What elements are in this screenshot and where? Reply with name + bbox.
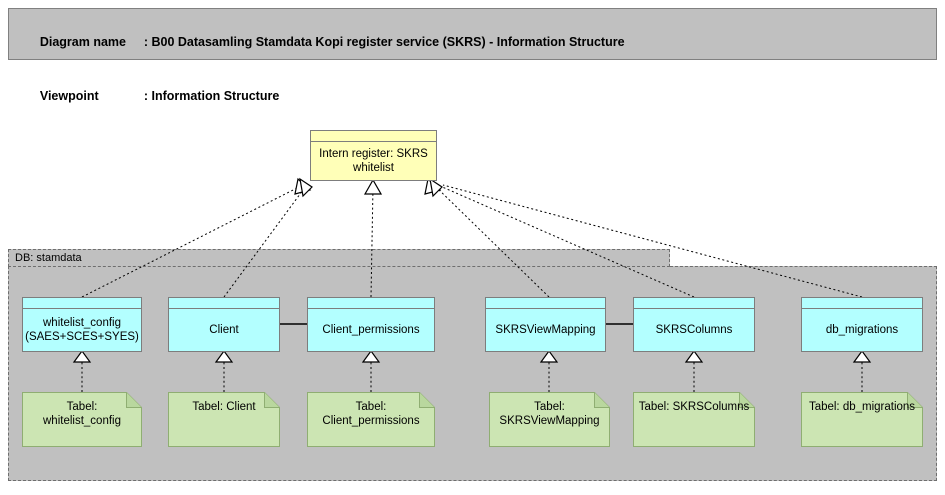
data-object-header-stripe: [486, 298, 605, 309]
data-object-label: whitelist_config (SAES+SCES+SYES): [25, 317, 139, 343]
table-note-client-permissions[interactable]: Tabel: Client_permissions: [307, 392, 435, 447]
table-note-whitelist-config[interactable]: Tabel: whitelist_config: [22, 392, 142, 447]
data-object-label: Client_permissions: [322, 324, 420, 336]
data-object-label: Client: [209, 324, 239, 336]
viewpoint-line: Viewpoint: Information Structure: [19, 69, 936, 123]
group-db-stamdata-tab: DB: stamdata: [8, 249, 670, 267]
group-top-edge-right: [670, 266, 937, 267]
note-shape-icon: [22, 392, 142, 447]
data-object-header-stripe: [634, 298, 754, 309]
realization-arrowhead-left: [294, 177, 313, 198]
table-note-client[interactable]: Tabel: Client: [168, 392, 280, 447]
data-object-client[interactable]: Client: [168, 297, 280, 352]
group-db-stamdata-label: DB: stamdata: [15, 252, 82, 264]
note-shape-icon: [801, 392, 923, 447]
data-object-label: SKRSViewMapping: [495, 324, 596, 336]
data-object-whitelist-config[interactable]: whitelist_config (SAES+SCES+SYES): [22, 297, 142, 352]
data-object-intern-register-skrs-whitelist[interactable]: Intern register: SKRS whitelist: [310, 130, 437, 181]
group-db-stamdata-body: [8, 266, 937, 481]
data-object-skrscolumns[interactable]: SKRSColumns: [633, 297, 755, 352]
realization-arrowhead-middle: [363, 178, 383, 195]
data-object-label: db_migrations: [825, 324, 899, 336]
diagram-name-separator: :: [143, 35, 152, 49]
data-object-client-permissions[interactable]: Client_permissions: [307, 297, 435, 352]
data-object-header-stripe: [308, 298, 434, 309]
viewpoint-value: Information Structure: [151, 89, 280, 103]
note-shape-icon: [489, 392, 610, 447]
data-object-db-migrations[interactable]: db_migrations: [801, 297, 923, 352]
data-object-header-stripe: [169, 298, 279, 309]
data-object-header-stripe: [802, 298, 922, 309]
data-object-label: SKRSColumns: [655, 324, 733, 336]
viewpoint-separator: :: [143, 89, 152, 103]
table-note-db-migrations[interactable]: Tabel: db_migrations: [801, 392, 923, 447]
viewpoint-label: Viewpoint: [39, 89, 99, 103]
data-object-header-stripe: [23, 298, 141, 309]
note-shape-icon: [633, 392, 755, 447]
data-object-label: Intern register: SKRS whitelist: [319, 148, 428, 174]
note-shape-icon: [168, 392, 280, 447]
table-note-skrscolumns[interactable]: Tabel: SKRSColumns: [633, 392, 755, 447]
note-shape-icon: [307, 392, 435, 447]
table-note-skrsviewmapping[interactable]: Tabel: SKRSViewMapping: [489, 392, 610, 447]
realization-arrowhead-right: [424, 177, 443, 198]
diagram-title-bar: Diagram name: B00 Datasamling Stamdata K…: [8, 8, 937, 103]
diagram-name-label: Diagram name: [39, 35, 126, 49]
diagram-name-line: Diagram name: B00 Datasamling Stamdata K…: [19, 15, 936, 69]
data-object-skrsviewmapping[interactable]: SKRSViewMapping: [485, 297, 606, 352]
group-top-edge-left: [8, 266, 670, 267]
data-object-header-stripe: [311, 131, 436, 142]
diagram-name-value: B00 Datasamling Stamdata Kopi register s…: [151, 35, 625, 49]
